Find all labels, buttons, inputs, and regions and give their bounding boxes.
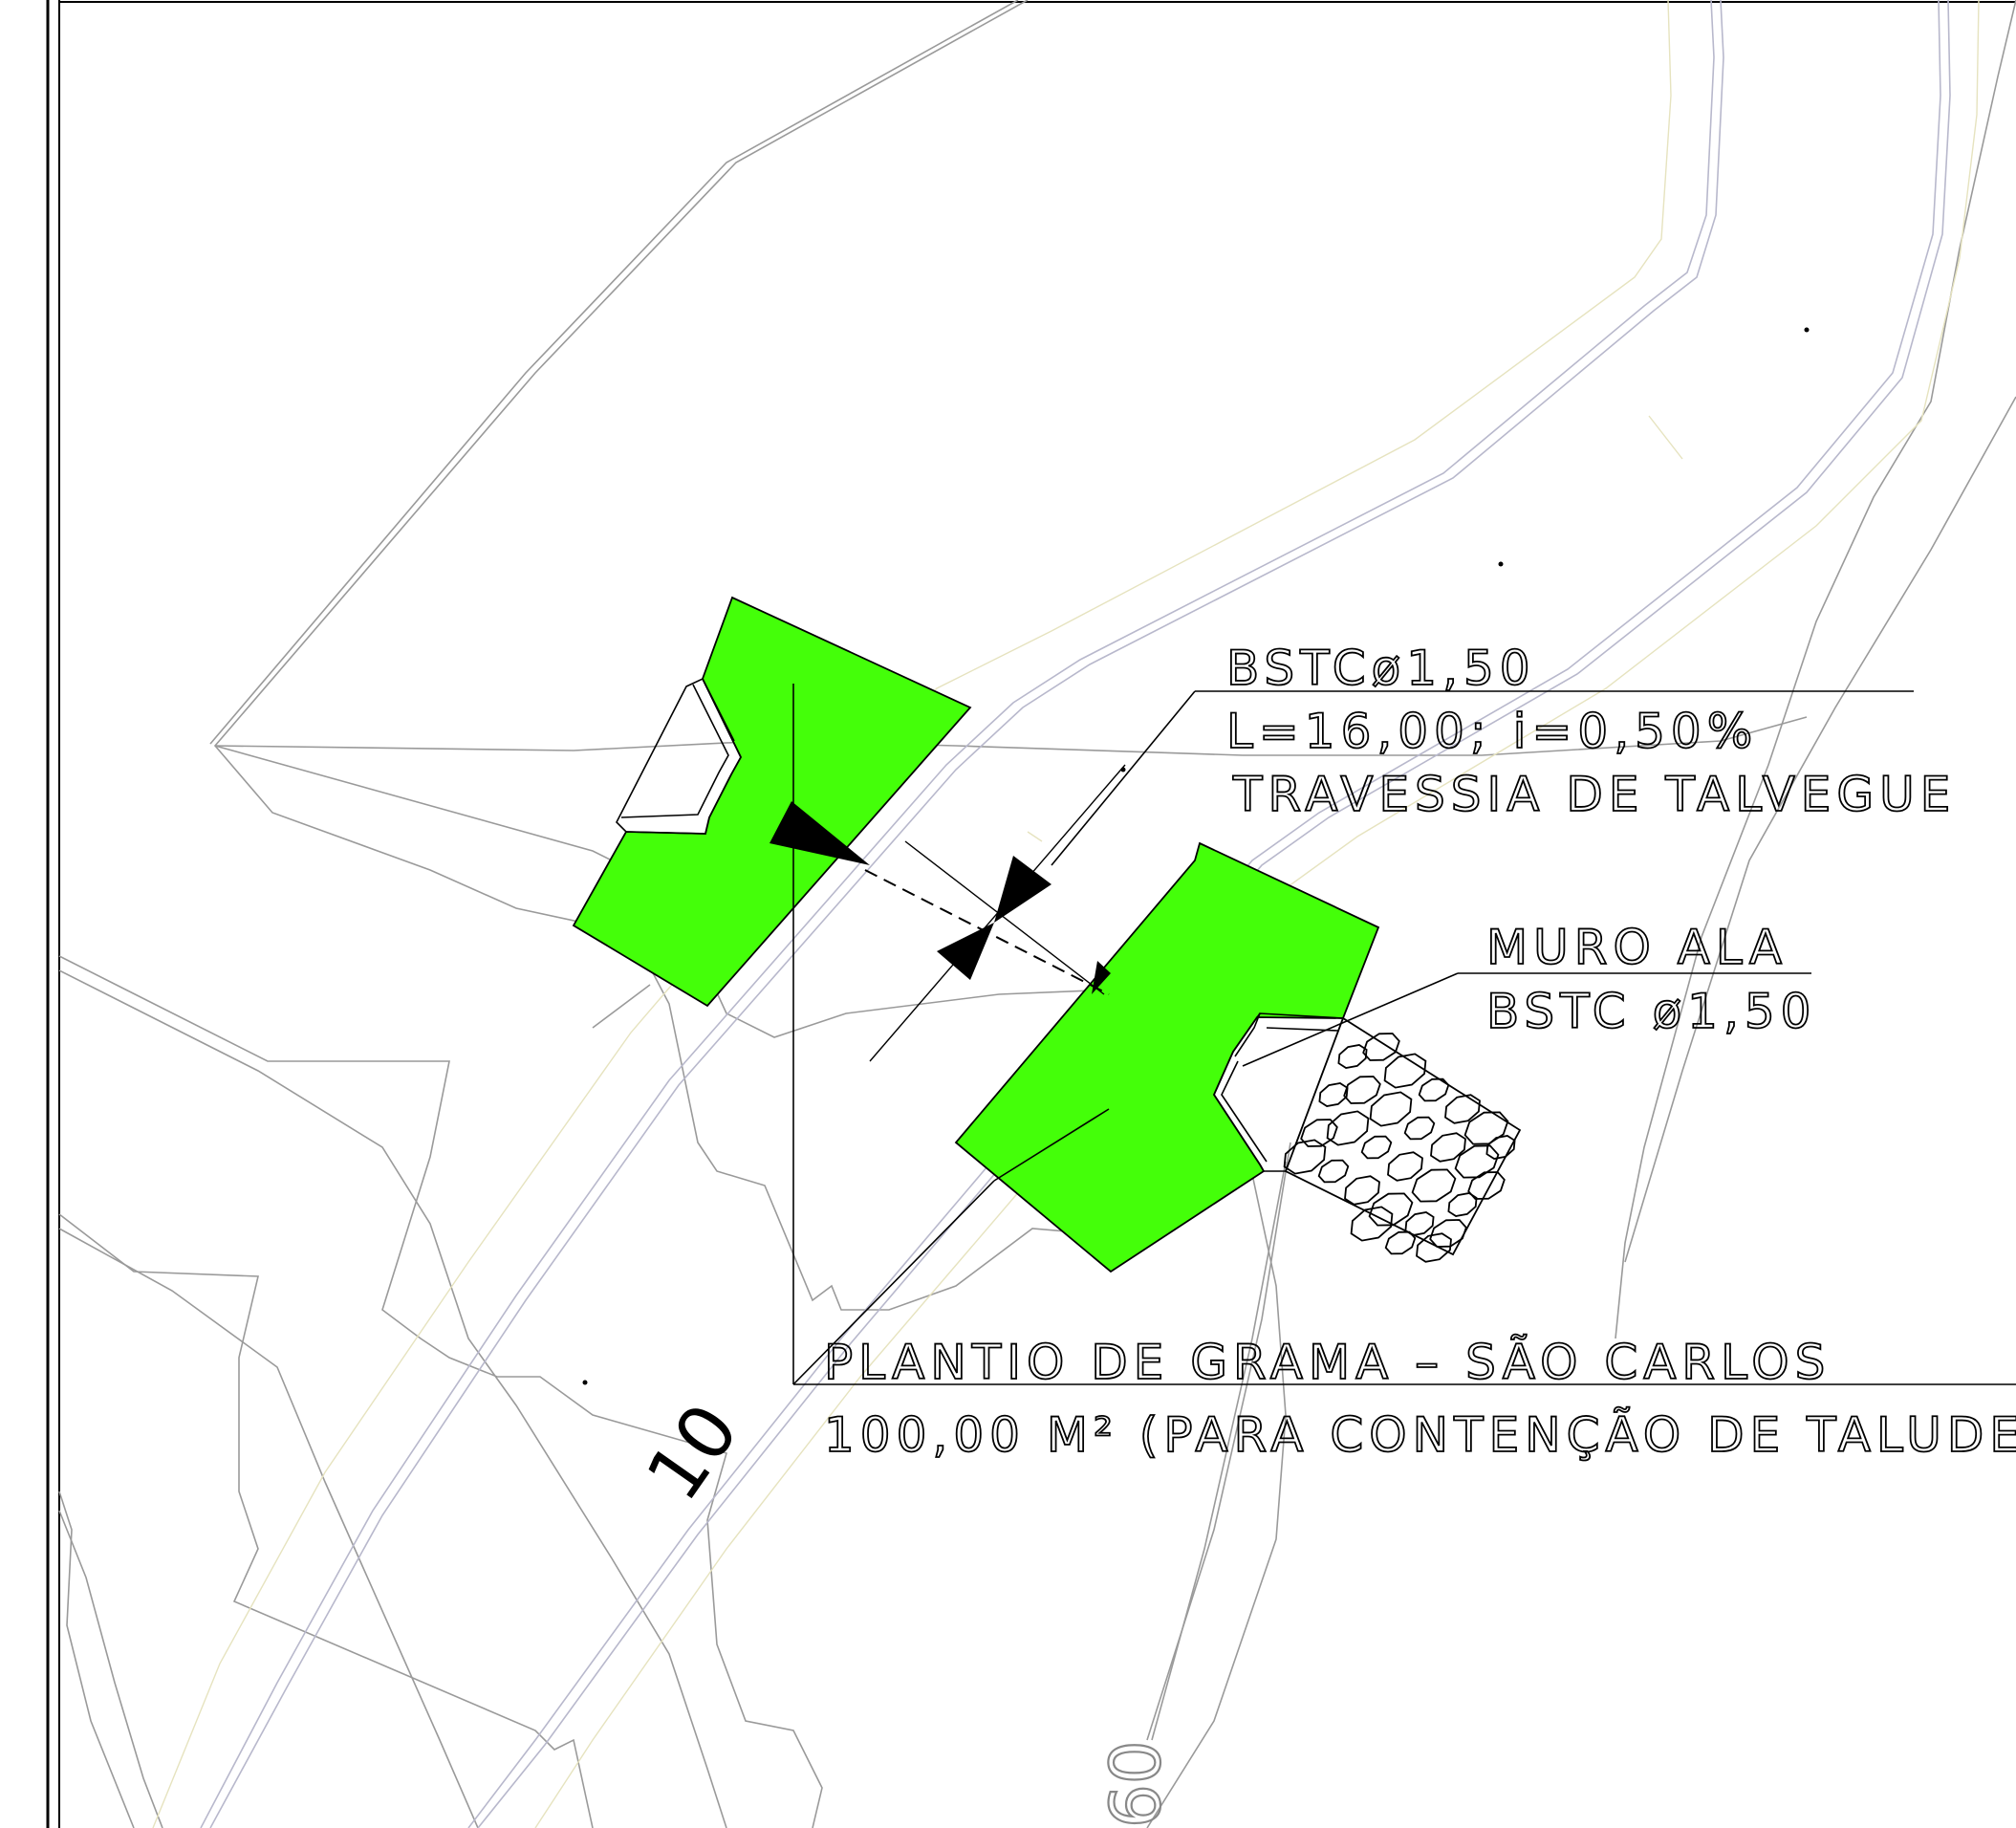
axis-marker-icon (994, 856, 1051, 923)
grass-area: 100,00 M² (PARA CONTENÇÃO DE TALUDE (824, 1407, 2016, 1463)
riprap-stone (1411, 1168, 1457, 1203)
riprap-stone (1368, 1192, 1414, 1227)
riprap-stone (1326, 1110, 1370, 1146)
riprap-stone (1454, 1144, 1500, 1179)
riprap-stone (1369, 1091, 1413, 1127)
culvert-symbol (582, 327, 2016, 1385)
wingwall-upstream (616, 677, 742, 835)
riprap-stone (1403, 1116, 1436, 1141)
riprap-stone (1485, 1135, 1516, 1160)
riprap-stone (1337, 1044, 1368, 1069)
riprap-stone (1362, 1033, 1400, 1061)
riprap-stone (1384, 1230, 1417, 1255)
riprap-stone (1344, 1175, 1380, 1206)
culvert-label: BSTCø1,50 L=16,00; i=0,50% TRAVESSIA DE … (1225, 640, 1956, 823)
flow-arrow-icon (770, 801, 870, 865)
wingwall-title: MURO ALA (1486, 920, 1788, 975)
riprap-stone (1283, 1139, 1327, 1175)
station-label: 10 (631, 1389, 756, 1516)
riprap-stone (1383, 1053, 1427, 1089)
riprap-stone (1430, 1132, 1466, 1163)
pipe-name: BSTCø1,50 (1226, 641, 1536, 696)
riprap-stone (1404, 1211, 1435, 1236)
riprap-stone (1444, 1094, 1481, 1124)
riprap-stone (1343, 1076, 1381, 1104)
riprap-stone (1418, 1077, 1450, 1102)
contour-label: 60 (1095, 1740, 1176, 1828)
riprap-stone (1387, 1151, 1423, 1182)
riprap-hatch (1283, 1016, 1522, 1263)
grass-area-downstream (954, 841, 1380, 1273)
axis-marker-icon (937, 923, 994, 980)
riprap-stone (1350, 1206, 1394, 1242)
riprap-stone (1416, 1232, 1452, 1263)
grass-label: PLANTIO DE GRAMA – SÃO CARLOS 100,00 M² … (823, 1334, 2016, 1464)
pipe-length-slope: L=16,00; i=0,50% (1226, 704, 1758, 759)
wingwall-label: MURO ALA BSTC ø1,50 (1485, 919, 1817, 1040)
leader-lines (1051, 690, 1914, 1067)
riprap-stone (1300, 1119, 1338, 1147)
riprap-stone (1360, 1135, 1393, 1160)
riprap-stone (1317, 1159, 1350, 1184)
road-alignment (152, 0, 1980, 1828)
grass-area-upstream (572, 596, 972, 1008)
riprap-stone (1429, 1219, 1467, 1248)
sheet-frame (46, 0, 2016, 1828)
riprap-stone (1318, 1082, 1349, 1107)
wingwall-spec: BSTC ø1,50 (1486, 984, 1817, 1039)
pipe-function: TRAVESSIA DE TALVEGUE (1232, 767, 1956, 822)
grass-title: PLANTIO DE GRAMA – SÃO CARLOS (824, 1335, 1831, 1390)
riprap-stone (1467, 1171, 1506, 1200)
riprap-stone (1447, 1192, 1478, 1217)
terrain-lines (58, 0, 2016, 1828)
